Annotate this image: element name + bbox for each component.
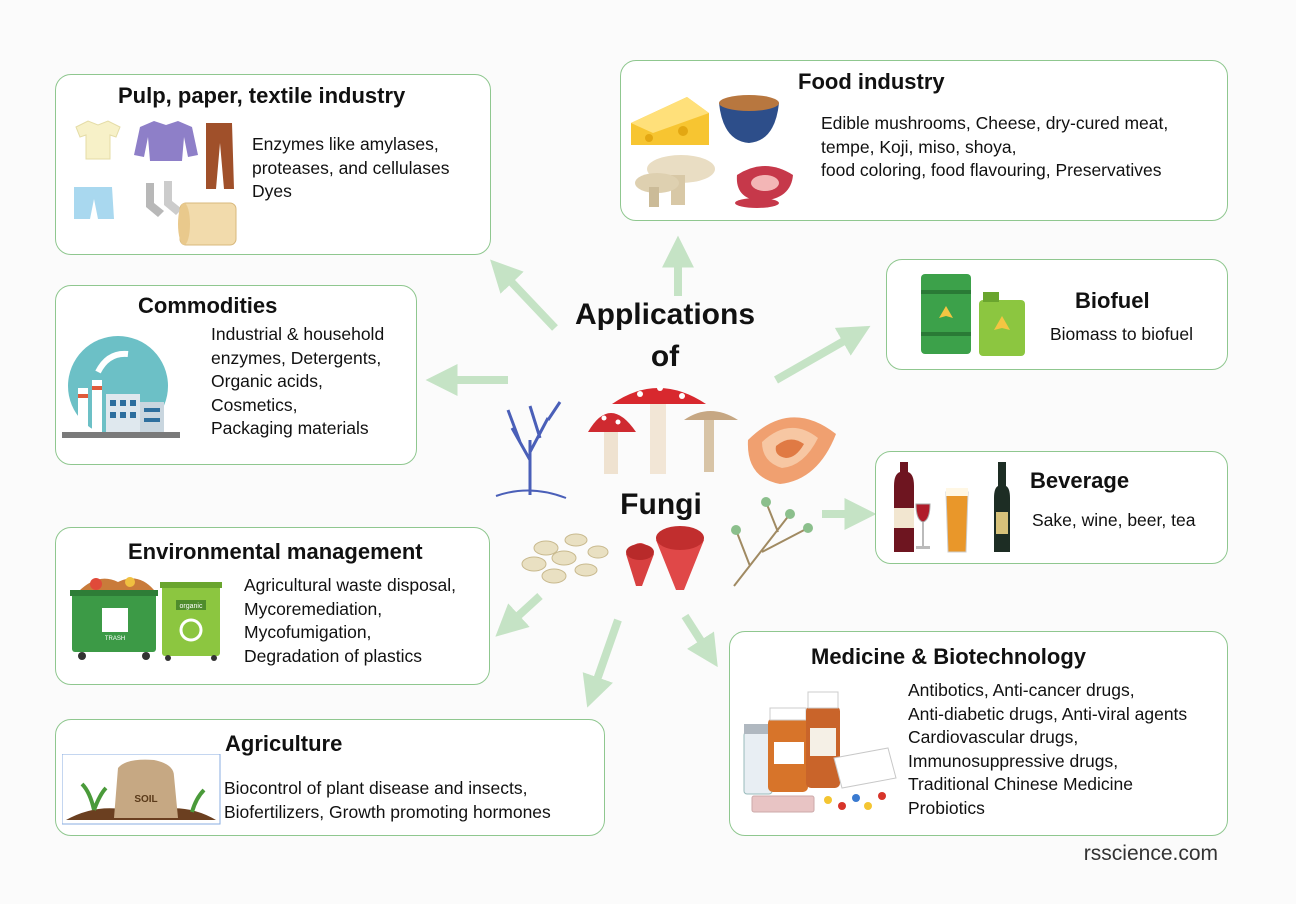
commodities-line: enzymes, Detergents, [211, 347, 382, 368]
environment-line: Degradation of plastics [244, 645, 423, 666]
commodities-box: Commodities Industrial & household enzym… [55, 285, 417, 465]
biofuel-description: Biomass to biofuel [1050, 323, 1193, 347]
biofuel-line: Biomass to biofuel [1050, 324, 1193, 344]
agriculture-description: Biocontrol of plant disease and insects,… [224, 777, 551, 824]
medicine-biotechnology-box: Medicine & Biotechnology Antibotics, Ant… [729, 631, 1228, 836]
soil-bag-label: SOIL [134, 794, 157, 805]
agriculture-title: Agriculture [225, 731, 343, 756]
pulp-line: proteases, and cellulases [252, 157, 450, 178]
pulp-title: Pulp, paper, textile industry [118, 83, 406, 108]
arrow-to-medicine [681, 613, 718, 668]
clothing-illustration [74, 120, 237, 246]
food-line: tempe, Koji, miso, shoya, [821, 136, 1017, 157]
fly-agaric-mushroom-icon [588, 385, 738, 474]
arrow-to-pulp [490, 259, 558, 331]
arrow-to-agriculture [582, 618, 622, 708]
biofuel-box: Biofuel Biomass to biofuel [886, 259, 1228, 370]
environment-line: Mycoremediation, [244, 598, 383, 619]
food-title: Food industry [798, 69, 945, 94]
environment-title: Environmental management [128, 539, 423, 564]
food-illustration [631, 95, 793, 208]
food-industry-box: Food industry Edible mushrooms, Cheese, … [620, 60, 1228, 221]
recycle-bins-illustration: TRASH organic [70, 577, 222, 661]
coral-fungus-icon [495, 401, 567, 499]
center-title-fungi: Fungi [620, 488, 702, 521]
mold-sprig-icon [731, 497, 813, 587]
commodities-title: Commodities [138, 293, 278, 318]
beverage-title: Beverage [1030, 468, 1130, 493]
organic-bin-label: organic [180, 603, 203, 610]
factory-illustration [62, 336, 180, 438]
fungi-illustration [495, 385, 836, 590]
medicine-line: Cardiovascular drugs, [908, 727, 1079, 747]
center-title-of: of [650, 340, 680, 373]
bracket-fungus-icon [747, 417, 836, 484]
arrow-to-environment [495, 593, 543, 637]
medicine-description: Antibotics, Anti-cancer drugs, Anti-diab… [908, 679, 1187, 820]
commodities-line: Cosmetics, [211, 394, 298, 415]
pulp-line: Enzymes like amylases, [252, 134, 439, 154]
agriculture-line: Biofertilizers, Growth promoting hormone… [224, 801, 551, 822]
agriculture-line: Biocontrol of plant disease and insects, [224, 778, 528, 798]
agriculture-box: Agriculture SOIL Biocontrol of plant dis… [55, 719, 605, 836]
food-line: Edible mushrooms, Cheese, dry-cured meat… [821, 113, 1169, 133]
medicine-line: Probiotics [908, 797, 985, 818]
medicine-line: Antibotics, Anti-cancer drugs, [908, 680, 1135, 700]
environment-line: Agricultural waste disposal, [244, 575, 457, 595]
soil-bag-illustration: SOIL [62, 754, 221, 825]
pulp-line: Dyes [252, 181, 292, 201]
food-description: Edible mushrooms, Cheese, dry-cured meat… [821, 112, 1168, 183]
biofuel-title: Biofuel [1075, 288, 1150, 313]
medicine-line: Traditional Chinese Medicine [908, 774, 1134, 794]
beverage-box: Beverage Sake, wine, beer, tea [875, 451, 1228, 564]
center-title-applications: Applications [574, 298, 755, 331]
medicine-bottles-illustration [743, 691, 897, 813]
medicine-title: Medicine & Biotechnology [811, 644, 1087, 669]
environment-description: Agricultural waste disposal, Mycoremedia… [244, 574, 456, 668]
yeast-cluster-icon [521, 533, 609, 584]
arrow-to-biofuel [774, 325, 871, 384]
food-line: food coloring, food flavouring, Preserva… [821, 160, 1162, 180]
credit-text: rsscience.com [1083, 842, 1218, 865]
commodities-description: Industrial & household enzymes, Detergen… [211, 323, 384, 441]
commodities-line: Packaging materials [211, 418, 369, 438]
fuel-barrel-illustration [921, 274, 1025, 356]
beverage-description: Sake, wine, beer, tea [1032, 509, 1195, 533]
beverage-illustration [894, 462, 1010, 553]
pulp-paper-textile-box: Pulp, paper, textile industry Enzymes li… [55, 74, 491, 255]
medicine-line: Anti-diabetic drugs, Anti-viral agents [908, 703, 1188, 724]
cup-fungus-icon [626, 526, 704, 590]
environmental-management-box: Environmental management TRASH organic A… [55, 527, 490, 685]
commodities-line: Industrial & household [211, 324, 385, 344]
beverage-line: Sake, wine, beer, tea [1032, 510, 1196, 530]
environment-line: Mycofumigation, [244, 622, 372, 642]
commodities-line: Organic acids, [211, 371, 323, 391]
pulp-description: Enzymes like amylases, proteases, and ce… [252, 133, 449, 204]
medicine-line: Immunosuppressive drugs, [908, 750, 1119, 771]
trash-bin-label: TRASH [105, 636, 125, 642]
